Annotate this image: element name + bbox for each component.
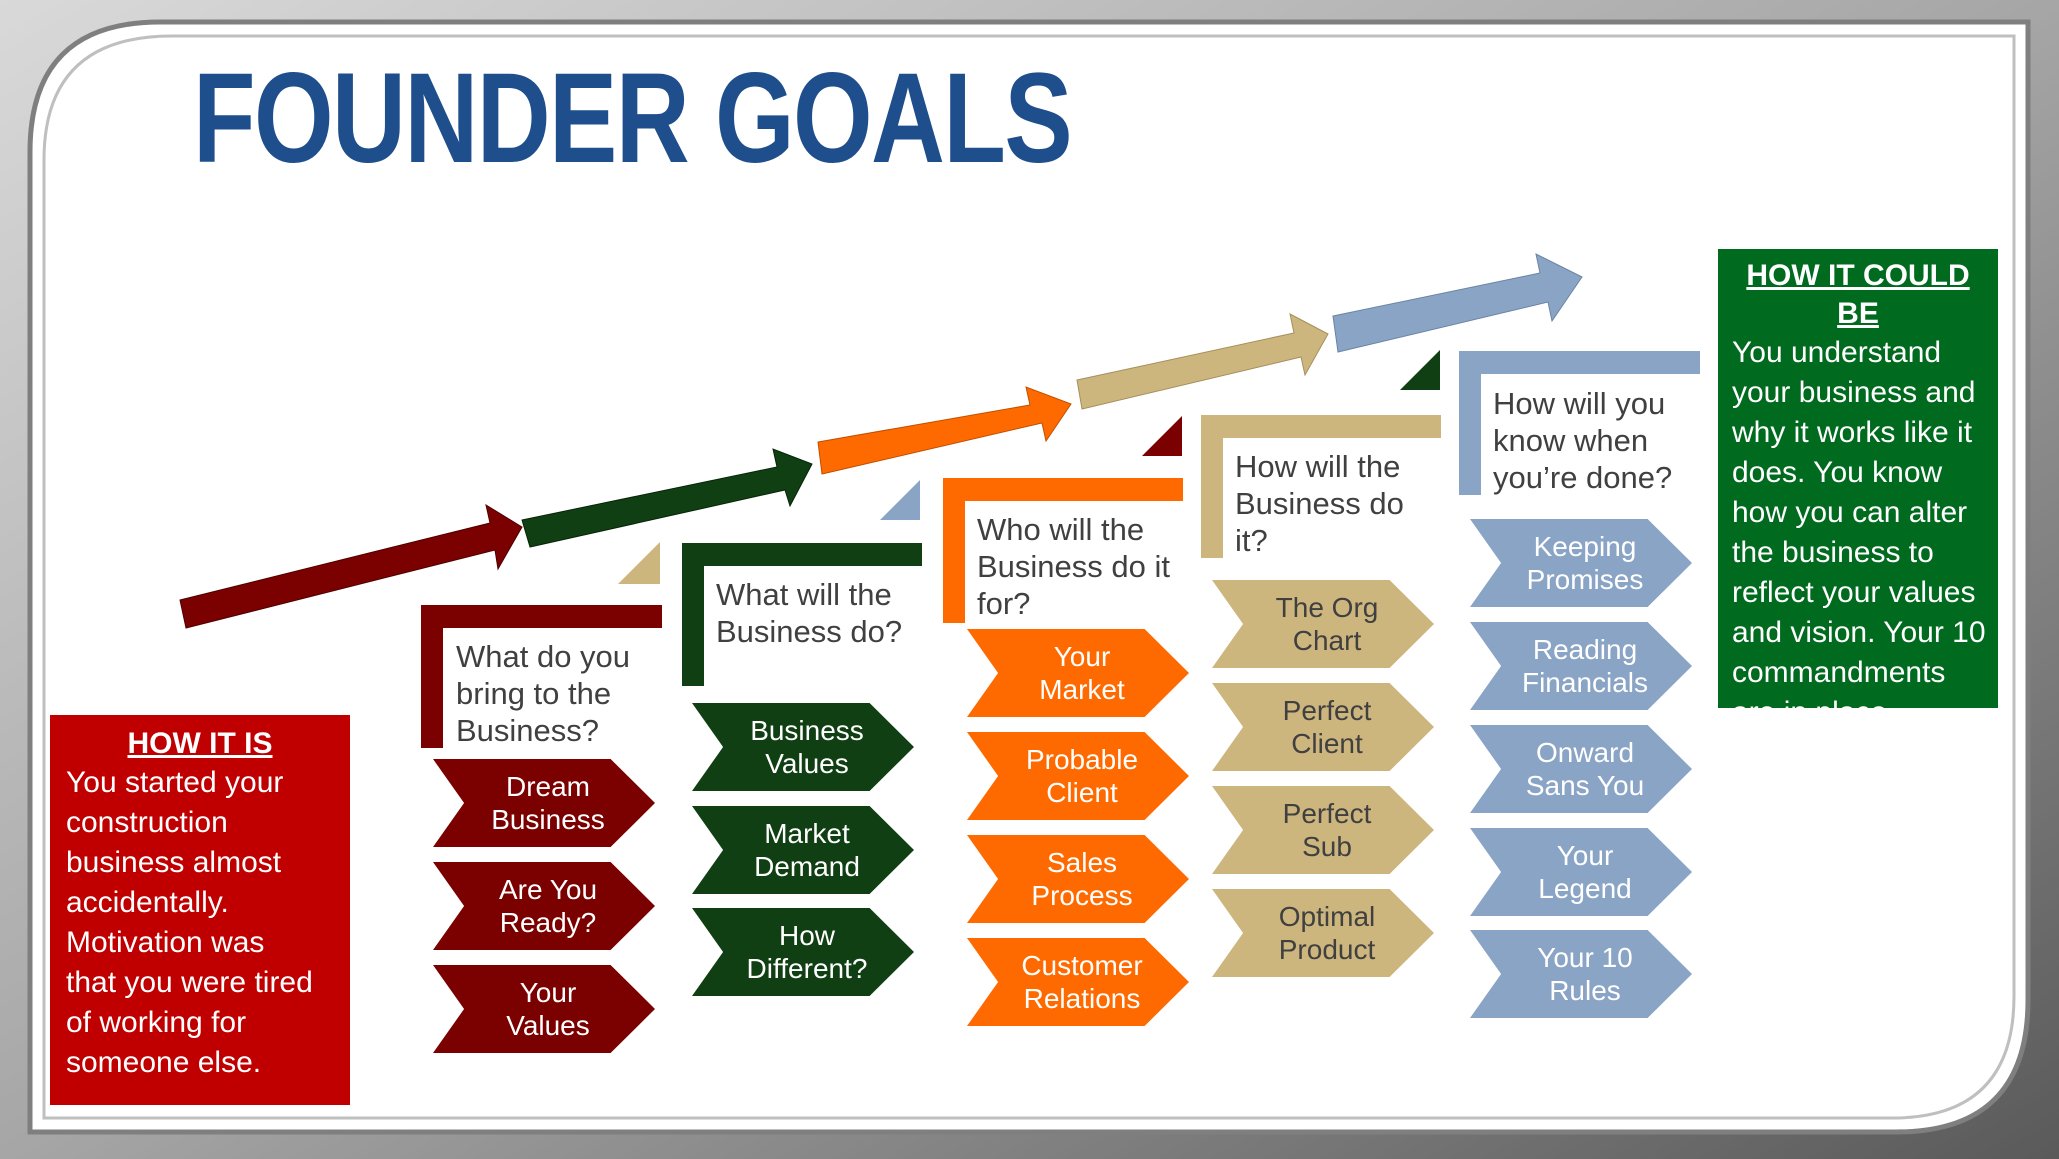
chevron-keeping-promises: Keeping Promises (1470, 519, 1692, 607)
bracket-step-3 (943, 478, 1183, 623)
chevron-sales-process: Sales Process (967, 835, 1189, 923)
triangle-marker-3 (1142, 416, 1182, 456)
arrow-step-4 (1076, 313, 1329, 410)
arrow-step-2 (521, 448, 813, 548)
chevron-your-10-rules: Your 10 Rules (1470, 930, 1692, 1018)
chevron-market-demand: Market Demand (692, 806, 914, 894)
chevron-are-you-ready: Are You Ready? (433, 862, 655, 950)
chevron-perfect-sub: Perfect Sub (1212, 786, 1434, 874)
triangle-marker-4 (1400, 350, 1440, 390)
how-it-could-be-box: HOW IT COULD BE You understand your busi… (1718, 249, 1998, 729)
bracket-step-4 (1201, 415, 1441, 558)
chevron-your-values: Your Values (433, 965, 655, 1053)
arrow-step-3 (817, 386, 1072, 475)
frame-inner-line (42, 34, 2016, 1120)
chevron-your-legend: Your Legend (1470, 828, 1692, 916)
step-4-question: How will the Business do it? (1235, 449, 1404, 558)
step-1-question: What do you bring to the Business? (456, 639, 631, 748)
triangle-marker-2 (880, 480, 920, 520)
triangle-marker-1 (618, 542, 660, 584)
chevron-customer-relations: Customer Relations (967, 938, 1189, 1026)
chevron-reading-financials: Reading Financials (1470, 622, 1692, 710)
chevron-onward-sans-you: Onward Sans You (1470, 725, 1692, 813)
how-it-is-box: HOW IT IS You started your construction … (50, 715, 350, 1105)
arrow-step-1 (179, 503, 523, 629)
how-it-is-heading: HOW IT IS (127, 727, 273, 760)
how-it-could-be-heading: HOW IT COULD BE (1746, 259, 1970, 330)
arrow-step-5 (1332, 253, 1583, 353)
chevron-perfect-client: Perfect Client (1212, 683, 1434, 771)
bracket-step-5 (1459, 351, 1700, 495)
chevron-dream-business: Dream Business (433, 759, 655, 847)
chevron-business-values: Business Values (692, 703, 914, 791)
step-2-question: What will the Business do? (716, 577, 903, 649)
step-5-question: How will you know when you’re done? (1493, 386, 1673, 495)
chevron-probable-client: Probable Client (967, 732, 1189, 820)
how-it-is-text: You started your construction business a… (66, 766, 313, 1079)
bracket-step-2 (682, 543, 922, 686)
chevron-your-market: Your Market (967, 629, 1189, 717)
page-title: FOUNDER GOALS (193, 47, 1073, 190)
chevron-how-different: How Different? (692, 908, 914, 996)
chevron-optimal-product: Optimal Product (1212, 889, 1434, 977)
step-3-question: Who will the Business do it for? (977, 512, 1170, 621)
how-it-could-be-text: You understand your business and why it … (1732, 336, 1986, 729)
bracket-step-1 (421, 605, 662, 748)
chevron-org-chart: The Org Chart (1212, 580, 1434, 668)
